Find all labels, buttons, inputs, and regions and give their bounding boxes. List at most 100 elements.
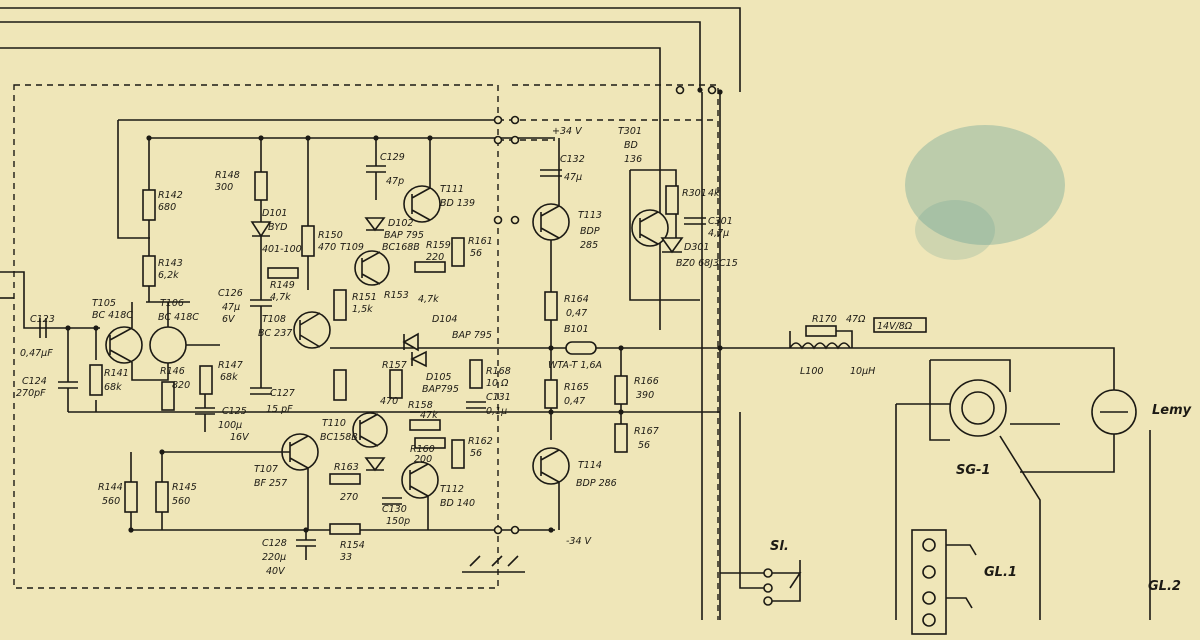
r148-resistor xyxy=(254,171,268,201)
r166-resistor xyxy=(614,375,628,405)
r157-value: 470 xyxy=(380,396,398,407)
r160-resistor xyxy=(414,437,446,449)
r163-resistor xyxy=(329,473,361,485)
c131-capacitor xyxy=(466,401,486,409)
r149-value: 4,7k xyxy=(270,292,291,303)
d105-diode xyxy=(410,350,427,368)
t114-transistor-symbol xyxy=(532,447,570,485)
c301-label: C301 xyxy=(708,216,733,227)
t111-transistor-symbol xyxy=(403,185,441,223)
r170-value: 47Ω xyxy=(846,314,866,325)
r160-label: R160 xyxy=(410,444,435,455)
r158-label: R158 xyxy=(408,400,433,411)
r141-label: R141 xyxy=(104,368,129,379)
gl1-pin-2 xyxy=(922,565,936,579)
wire-input xyxy=(0,271,100,329)
d301-label: D301 xyxy=(684,242,709,253)
t108-transistor-symbol xyxy=(293,311,331,349)
sg1-socket-inner xyxy=(961,391,995,425)
r142-value: 680 xyxy=(158,202,176,213)
d101-label: D101 xyxy=(262,208,287,219)
r147-resistor xyxy=(199,365,213,395)
t109-type: BC168B xyxy=(382,242,420,253)
c126-value: 47μ xyxy=(222,302,240,313)
d301-type: BZ0 68J3C15 xyxy=(676,258,738,269)
t114-type: BDP 286 xyxy=(576,478,617,489)
t301-transistor-symbol xyxy=(631,209,669,247)
r165-resistor xyxy=(544,379,558,409)
wire-r170 xyxy=(789,330,853,348)
t113-type: BDP xyxy=(580,226,600,237)
c129-value: 47p xyxy=(386,176,404,187)
r158-value: 47k xyxy=(420,410,438,421)
r149-label: R149 xyxy=(270,280,295,291)
r301-label: R301 xyxy=(682,188,707,199)
c128-label: C128 xyxy=(262,538,287,549)
c301-capacitor xyxy=(684,217,706,225)
r141-value: 68k xyxy=(104,382,122,393)
r170-label: R170 xyxy=(812,314,837,325)
r166-label: R166 xyxy=(634,376,659,387)
r170-resistor xyxy=(805,325,837,337)
t107-label: T107 xyxy=(254,464,278,475)
r146-value: 820 xyxy=(172,380,190,391)
c124-label: C124 xyxy=(22,376,47,387)
c123-value: 0,47μF xyxy=(20,348,53,359)
r154-value: 33 xyxy=(340,552,352,563)
c126-voltage: 6V xyxy=(222,314,236,325)
r142-label: R142 xyxy=(158,190,183,201)
c130-capacitor xyxy=(382,497,402,505)
d104-type: BAP 795 xyxy=(452,330,492,341)
sg1-label: SG-1 xyxy=(956,463,990,478)
d104-diode xyxy=(402,332,419,352)
r144-label: R144 xyxy=(98,482,123,493)
wire-gl1 xyxy=(946,544,977,609)
t107-type: BF 257 xyxy=(254,478,287,489)
sl-contact-3 xyxy=(763,596,773,606)
c125-label: C125 xyxy=(222,406,247,417)
r141-resistor xyxy=(89,364,103,396)
r168-resistor xyxy=(469,359,483,389)
r301-resistor xyxy=(665,185,679,215)
r144-resistor xyxy=(124,481,138,513)
r145-value: 560 xyxy=(172,496,190,507)
r151-label: R151 xyxy=(352,292,377,303)
c126-label: C126 xyxy=(218,288,243,299)
gl2-label: GL.2 xyxy=(1148,579,1181,594)
t301-type: BD xyxy=(624,140,638,151)
b101-label: B101 xyxy=(564,324,589,335)
c127-label: C127 xyxy=(270,388,295,399)
d301-zener xyxy=(660,237,684,254)
t112-label: T112 xyxy=(440,484,464,495)
c125-voltage: 16V xyxy=(230,432,250,443)
r160-value: 200 xyxy=(414,454,432,465)
r150-label: R150 xyxy=(318,230,343,241)
c131-label: C131 xyxy=(486,392,511,403)
c132-label: C132 xyxy=(560,154,585,165)
t105-transistor-symbol xyxy=(105,326,143,364)
gl1-pin-4 xyxy=(922,613,936,627)
t105-label: T105 xyxy=(92,298,116,309)
t111-label: T111 xyxy=(440,184,464,195)
t108-type: BC 237 xyxy=(258,328,292,339)
r167-resistor xyxy=(614,423,628,453)
r144-value: 560 xyxy=(102,496,120,507)
r161-value: 56 xyxy=(470,248,482,259)
r167-value: 56 xyxy=(638,440,650,451)
r145-label: R145 xyxy=(172,482,197,493)
d105-label: D105 xyxy=(426,372,451,383)
positive-supply-label: +34 V xyxy=(552,126,583,137)
switch-contact-group xyxy=(462,555,525,573)
r161-label: R161 xyxy=(468,236,493,247)
r153-value: 4,7k xyxy=(418,294,439,305)
r143-value: 6,2k xyxy=(158,270,179,281)
sl-contact-1 xyxy=(763,568,773,578)
sg1-socket xyxy=(949,379,1007,437)
l100-inductor xyxy=(789,342,851,350)
r164-value: 0,47 xyxy=(566,308,587,319)
dashed-board-outline xyxy=(13,84,499,589)
t108-label: T108 xyxy=(262,314,286,325)
c123-label: C123 xyxy=(30,314,55,325)
